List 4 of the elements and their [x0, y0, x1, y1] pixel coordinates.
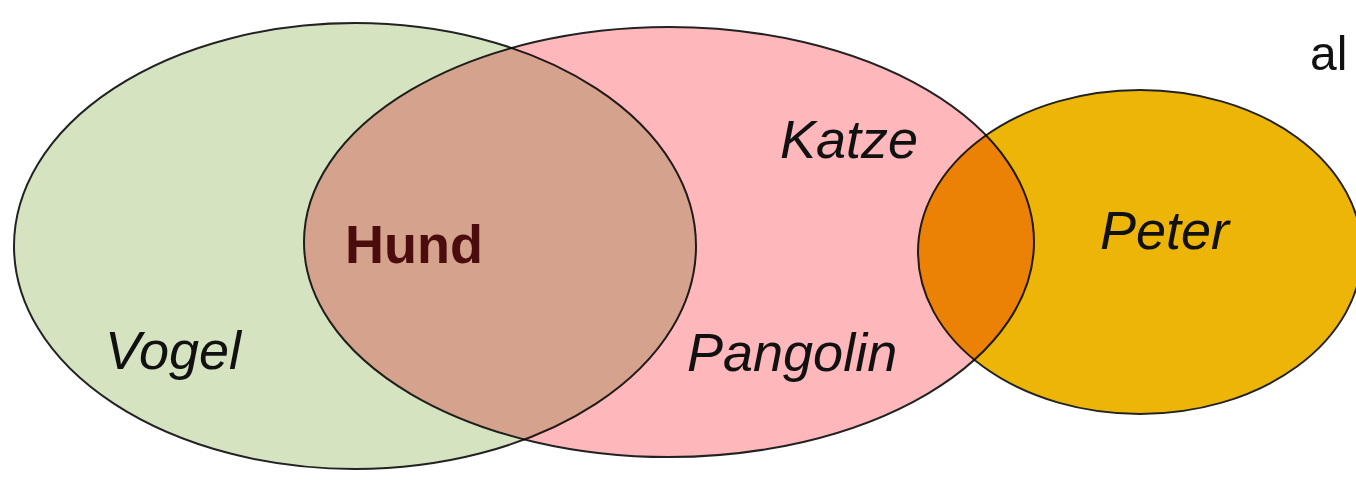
set-label: Peter — [1100, 203, 1230, 257]
set-label: Hund — [345, 217, 483, 271]
set-label: Katze — [780, 112, 919, 166]
set-label: al — [1310, 30, 1348, 78]
